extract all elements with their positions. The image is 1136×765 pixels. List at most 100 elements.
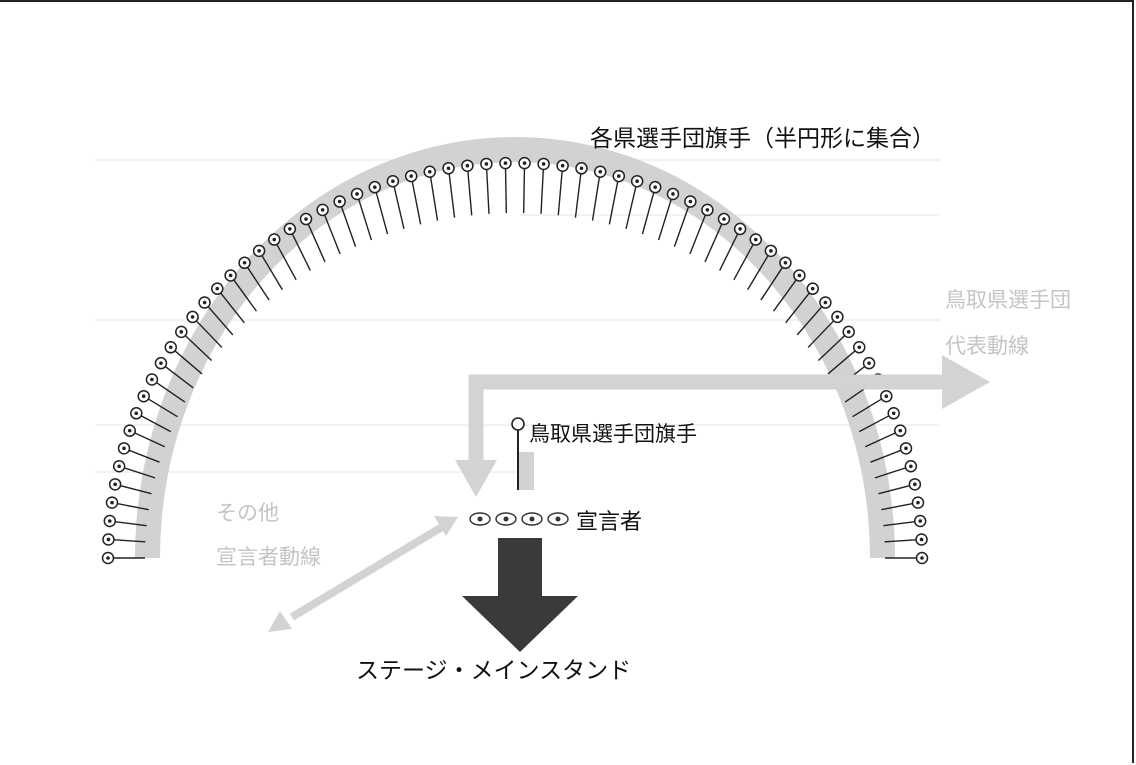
flag-bearer-head bbox=[920, 556, 924, 560]
other-declarer-path-label-line2: 宣言者動線 bbox=[216, 545, 321, 569]
flag-bearer-head bbox=[653, 185, 657, 189]
flag-pole bbox=[574, 168, 583, 218]
flag-bearer bbox=[719, 222, 747, 271]
flag-bearer bbox=[423, 165, 439, 221]
flag-bearer-head bbox=[579, 166, 584, 171]
flag-bearer-head bbox=[797, 273, 802, 278]
flag-bearer bbox=[885, 551, 929, 565]
flag-bearer bbox=[333, 195, 357, 247]
flag-pole bbox=[466, 165, 473, 216]
flag-pole bbox=[258, 250, 283, 291]
flag-bearer-head bbox=[215, 286, 220, 291]
flag-pole bbox=[772, 275, 800, 312]
flag-bearer-head bbox=[541, 162, 546, 166]
flag-bearer bbox=[827, 341, 866, 375]
declarer-head bbox=[529, 516, 535, 522]
flag-bearer bbox=[796, 296, 832, 336]
flag-bearer-head bbox=[150, 377, 154, 382]
flag-bearer-head bbox=[106, 537, 111, 542]
flag-bearer-head bbox=[891, 411, 896, 416]
stage-direction-arrow bbox=[462, 538, 578, 652]
declarer-head bbox=[503, 516, 509, 522]
flag-bearer bbox=[164, 341, 203, 375]
flag-bearer bbox=[299, 212, 326, 263]
flag-bearer-head bbox=[769, 249, 773, 253]
flag-pole bbox=[608, 175, 620, 225]
flag-pole bbox=[204, 302, 234, 336]
flag-bearer bbox=[689, 203, 714, 255]
flag-bearer bbox=[704, 212, 731, 263]
flag-bearer-band bbox=[135, 137, 895, 558]
flag-pole bbox=[118, 465, 156, 479]
declarer-figures bbox=[469, 512, 569, 526]
flag-pole bbox=[796, 302, 826, 336]
flag-bearer bbox=[785, 282, 819, 324]
flag-bearer-head bbox=[722, 217, 726, 221]
declarer-head bbox=[477, 516, 483, 522]
flag-bearer bbox=[537, 157, 550, 214]
flag-bearer-head bbox=[117, 464, 121, 469]
flag-pole bbox=[392, 181, 405, 230]
flag-bearer-head bbox=[320, 208, 325, 212]
flag-bearer bbox=[874, 459, 918, 479]
other-path-arrowhead-up bbox=[434, 516, 458, 536]
flag-bearer-head bbox=[288, 227, 292, 231]
flag-bearer bbox=[316, 203, 341, 255]
flag-pole bbox=[170, 346, 203, 375]
flag-bearer-head bbox=[202, 300, 207, 305]
semicircle-title-label: 各県選手団旗手（半円形に集合） bbox=[590, 126, 935, 152]
flag-bearer-head bbox=[846, 330, 851, 334]
stage-arrow-shaft bbox=[498, 538, 542, 596]
tottori-flag-bearer bbox=[511, 417, 534, 490]
tottori-path-arrowhead-right bbox=[942, 355, 990, 409]
flag-bearer-head bbox=[835, 315, 840, 319]
flag-bearer bbox=[574, 162, 588, 218]
flag-pole bbox=[657, 193, 674, 241]
flag-pole bbox=[540, 163, 545, 214]
flag-bearer-head bbox=[484, 162, 489, 166]
flag-pole bbox=[243, 262, 270, 301]
flag-bearer bbox=[760, 256, 792, 301]
flag-bearer bbox=[864, 424, 907, 448]
flag-bearer bbox=[881, 496, 925, 511]
flag-bearer-head bbox=[810, 286, 815, 291]
flag-bearer bbox=[252, 244, 283, 291]
flag-bearer bbox=[186, 310, 223, 348]
flag-pole bbox=[114, 483, 152, 495]
flag-bearer-head bbox=[503, 161, 508, 165]
stage-arrow-head bbox=[462, 596, 578, 652]
flag-bearer-head bbox=[141, 394, 146, 399]
flag-bearer bbox=[733, 233, 763, 281]
tottori-path-shaft bbox=[468, 374, 956, 465]
flag-pole bbox=[305, 218, 326, 263]
flag-pole bbox=[321, 209, 341, 255]
flag-bearer bbox=[870, 442, 913, 463]
flag-pole bbox=[123, 447, 160, 463]
flag-pole bbox=[192, 316, 223, 348]
flag-bearer-head bbox=[688, 199, 693, 204]
flag-pole bbox=[878, 483, 916, 495]
flag-bearer-head bbox=[904, 446, 908, 451]
flag-bearer bbox=[518, 156, 531, 214]
flag-pole bbox=[135, 412, 172, 433]
flag-pole bbox=[356, 193, 373, 241]
flag-bearer-head bbox=[409, 174, 413, 178]
flag-bearer-head bbox=[427, 169, 432, 174]
tottori-path-label-line2: 代表動線 bbox=[945, 334, 1029, 358]
flag-bearer bbox=[350, 187, 373, 241]
flag-bearer-head bbox=[107, 519, 112, 523]
flag-pole bbox=[719, 228, 741, 271]
flag-bearer-head bbox=[355, 192, 359, 196]
flag-bearer bbox=[267, 233, 297, 281]
flag-bearer-head bbox=[884, 394, 889, 399]
flag-bearer bbox=[442, 162, 456, 218]
flag-pole bbox=[289, 228, 311, 271]
flag-bearer-head bbox=[272, 237, 277, 242]
flag-bearer-head bbox=[106, 556, 110, 560]
flag-bearer bbox=[878, 478, 922, 495]
flag-pole bbox=[785, 288, 814, 324]
flag-pole bbox=[864, 430, 901, 448]
flag-bearer-head bbox=[635, 179, 639, 184]
flag-bearer-arc bbox=[101, 156, 929, 565]
flag-bearer bbox=[884, 533, 928, 546]
